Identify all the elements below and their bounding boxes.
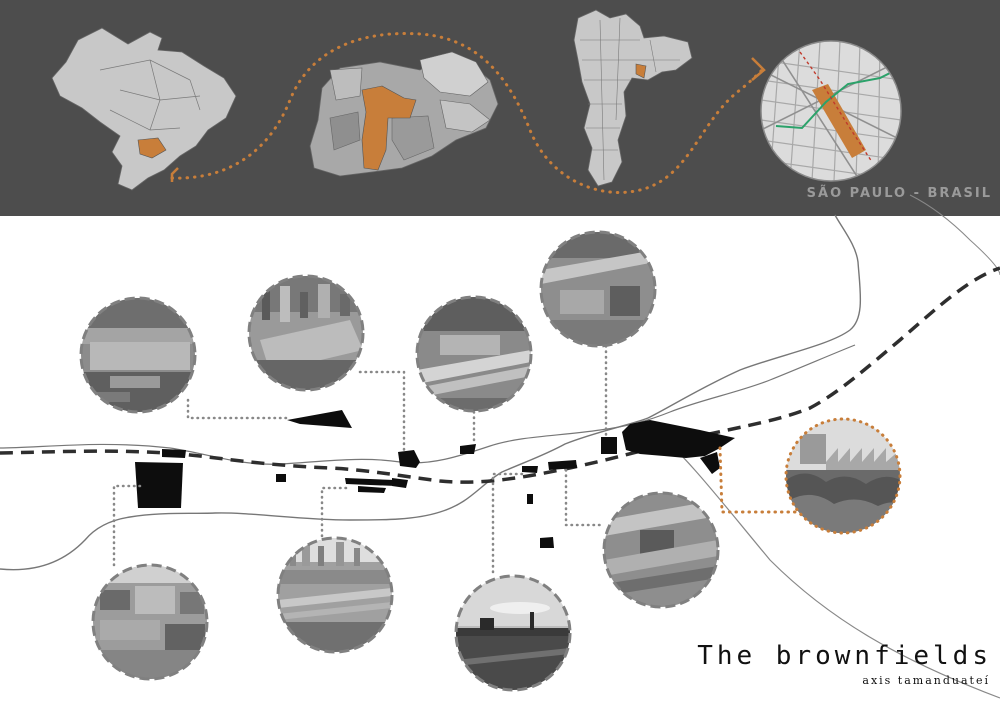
lot-2 — [162, 449, 186, 458]
lot-1 — [135, 462, 183, 508]
brownfield-lots — [135, 410, 735, 548]
connector-path — [170, 32, 764, 194]
location-caption: SÃO PAULO - BRASIL — [806, 186, 992, 201]
connector-end-arrow — [751, 57, 766, 81]
city-map — [573, 9, 693, 187]
lot-8 — [358, 486, 386, 493]
lot-9 — [392, 478, 408, 488]
lot-11 — [548, 460, 577, 470]
page-subtitle: axis tamanduateí — [862, 674, 990, 687]
highlight-leader-line — [718, 446, 800, 514]
photo-6 — [276, 536, 394, 654]
lot-6 — [276, 474, 286, 482]
aerial-photo-2 — [247, 274, 365, 392]
river-branch-line — [0, 344, 856, 465]
lot-14 — [601, 437, 617, 454]
aerial-photo-4 — [539, 230, 657, 348]
page-title: The brownfields — [697, 641, 992, 671]
location-maps-strip — [51, 9, 902, 194]
photo-8 — [602, 491, 720, 609]
aerial-photo-3 — [415, 295, 533, 413]
rail-line — [0, 266, 1000, 484]
lot-4 — [398, 450, 420, 468]
lot-10 — [522, 466, 538, 473]
lot-13 — [540, 537, 554, 548]
photo-5 — [91, 563, 209, 681]
photo-9 — [784, 417, 902, 535]
boundary-line — [649, 424, 1000, 699]
lot-7 — [345, 478, 396, 486]
zoom-map — [760, 40, 902, 182]
photo-leader-lines — [112, 344, 608, 578]
lot-12 — [527, 494, 533, 504]
state-map — [309, 51, 499, 177]
lot-3 — [287, 410, 352, 428]
lot-5 — [460, 444, 476, 454]
lot-15 — [622, 420, 735, 458]
photo-7 — [454, 574, 572, 692]
river-line — [0, 214, 862, 571]
boundary-line-upper — [909, 194, 1000, 276]
connector-start-arrow — [170, 167, 179, 182]
aerial-photo-1 — [79, 296, 197, 414]
lot-16 — [700, 452, 720, 474]
brazil-map — [51, 27, 237, 191]
